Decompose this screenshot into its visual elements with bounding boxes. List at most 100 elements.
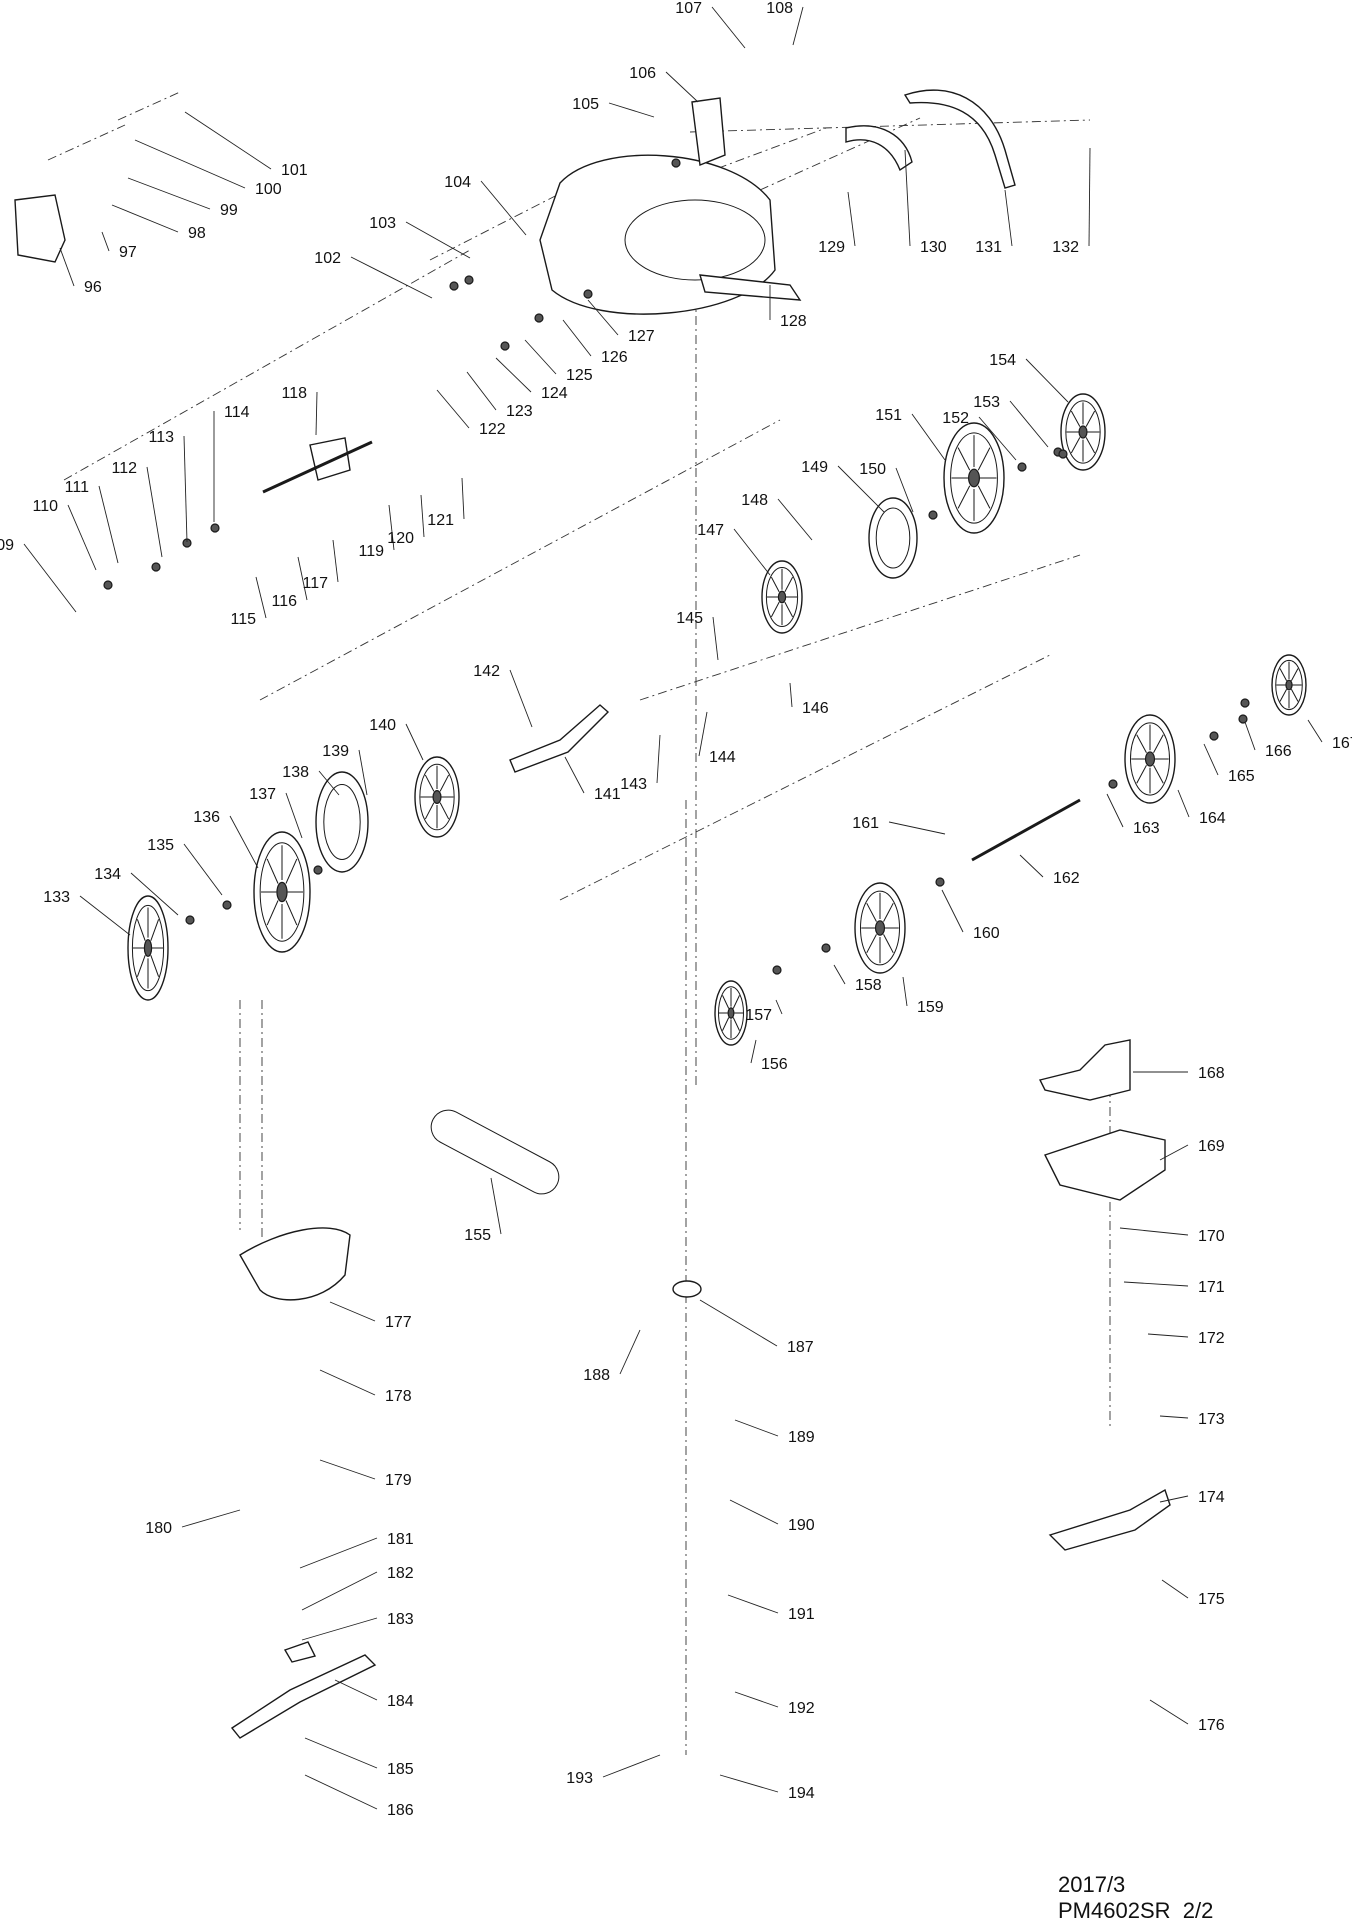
washer xyxy=(671,158,681,168)
upper-handle xyxy=(903,89,1016,189)
leader-line xyxy=(350,256,433,299)
leader-line xyxy=(1159,1495,1189,1503)
part-number-label: 135 xyxy=(147,837,174,854)
leader-line xyxy=(888,821,946,835)
assembly-axis xyxy=(639,554,1081,701)
part-number-label: 145 xyxy=(676,610,703,627)
leader-line xyxy=(67,504,97,571)
washer xyxy=(1209,731,1219,741)
part-number-label: 114 xyxy=(224,404,250,421)
part-number-label: 101 xyxy=(281,162,308,179)
part-number-label: 150 xyxy=(859,461,886,478)
washer xyxy=(534,313,544,323)
part-number-label: 148 xyxy=(741,492,768,509)
part-number-label: 186 xyxy=(387,1802,414,1819)
leader-line xyxy=(130,872,179,916)
part-number-label: 183 xyxy=(387,1611,414,1628)
leader-line xyxy=(405,221,471,259)
assembly-axes xyxy=(47,91,1111,1755)
part-number-label: 127 xyxy=(628,328,655,345)
assembly-axis xyxy=(259,419,781,701)
blade xyxy=(230,1654,377,1739)
leader-line xyxy=(792,6,804,46)
part-number-label: 152 xyxy=(942,410,969,427)
leader-line xyxy=(712,616,719,661)
grass-bag-flap xyxy=(14,194,66,263)
part-number-label: 133 xyxy=(43,889,70,906)
part-number-label: 169 xyxy=(1198,1138,1225,1155)
leader-line xyxy=(98,485,119,564)
part-number-label: 110 xyxy=(32,498,58,515)
part-number-label: 146 xyxy=(802,700,829,717)
leader-line xyxy=(134,139,246,189)
leader-line xyxy=(727,1594,779,1614)
part-number-label: 126 xyxy=(601,349,628,366)
part-number-label: 124 xyxy=(541,385,568,402)
rear-left-pulley xyxy=(414,756,460,838)
part-number-label: 113 xyxy=(148,429,174,446)
part-number-label: 158 xyxy=(855,977,882,994)
leader-line xyxy=(79,895,131,936)
part-number-label: 172 xyxy=(1198,1330,1225,1347)
leader-line xyxy=(665,71,699,103)
washer xyxy=(1108,779,1118,789)
leader-line xyxy=(334,1679,378,1701)
deck-opening xyxy=(624,199,766,281)
handle-bracket xyxy=(845,125,913,172)
part-number-label: 120 xyxy=(387,530,414,547)
part-number-label: 128 xyxy=(780,313,807,330)
washer xyxy=(821,943,831,953)
part-number-label: 107 xyxy=(675,0,702,17)
rear-right-gear-ring xyxy=(868,497,918,579)
leader-line xyxy=(184,111,272,170)
leader-line xyxy=(111,204,179,233)
part-number-label: 111 xyxy=(65,479,89,496)
leader-line xyxy=(495,357,532,393)
leader-line xyxy=(183,843,223,896)
leader-line xyxy=(436,389,470,429)
leader-line xyxy=(729,1499,779,1525)
leader-line xyxy=(297,556,308,601)
leader-line xyxy=(733,528,771,576)
part-number-label: 161 xyxy=(852,815,879,832)
part-number-label: 190 xyxy=(788,1517,815,1534)
washer xyxy=(151,562,161,572)
leader-line xyxy=(319,1459,376,1480)
leader-lines xyxy=(23,6,1323,1810)
part-number-label: 129 xyxy=(818,239,845,256)
part-number-label: 142 xyxy=(473,663,500,680)
assembly-axis xyxy=(117,91,181,121)
part-number-label: 105 xyxy=(572,96,599,113)
leader-line xyxy=(562,319,592,357)
blade-guard xyxy=(239,1227,351,1301)
part-number-label: 170 xyxy=(1198,1228,1225,1245)
part-number-label: 134 xyxy=(94,866,121,883)
mulching-base xyxy=(1048,1488,1171,1551)
part-number-label: 115 xyxy=(230,611,256,628)
part-number-label: 191 xyxy=(788,1606,815,1623)
leader-line xyxy=(146,466,163,558)
leader-line xyxy=(602,1754,661,1778)
rear-flap xyxy=(691,97,726,166)
gearbox xyxy=(309,437,351,481)
part-number-label: 139 xyxy=(322,743,349,760)
leader-line xyxy=(1009,400,1049,448)
part-number-label: 184 xyxy=(387,1693,414,1710)
part-number-label: 193 xyxy=(566,1770,593,1787)
drive-shaft xyxy=(262,440,373,494)
part-number-label: 122 xyxy=(479,421,506,438)
part-number-label: 151 xyxy=(875,407,902,424)
washer xyxy=(583,289,593,299)
part-number-label: 155 xyxy=(464,1227,491,1244)
part-number-label: 98 xyxy=(188,225,206,242)
leader-line xyxy=(1159,1415,1189,1419)
part-number-label: 116 xyxy=(271,593,297,610)
part-number-label: 99 xyxy=(220,202,238,219)
part-number-label: 167 xyxy=(1332,735,1352,752)
washer xyxy=(928,510,938,520)
leader-line xyxy=(23,543,77,613)
part-number-label: 102 xyxy=(314,250,341,267)
leader-line xyxy=(789,682,793,708)
leader-line xyxy=(229,815,259,869)
leader-line xyxy=(318,770,340,796)
